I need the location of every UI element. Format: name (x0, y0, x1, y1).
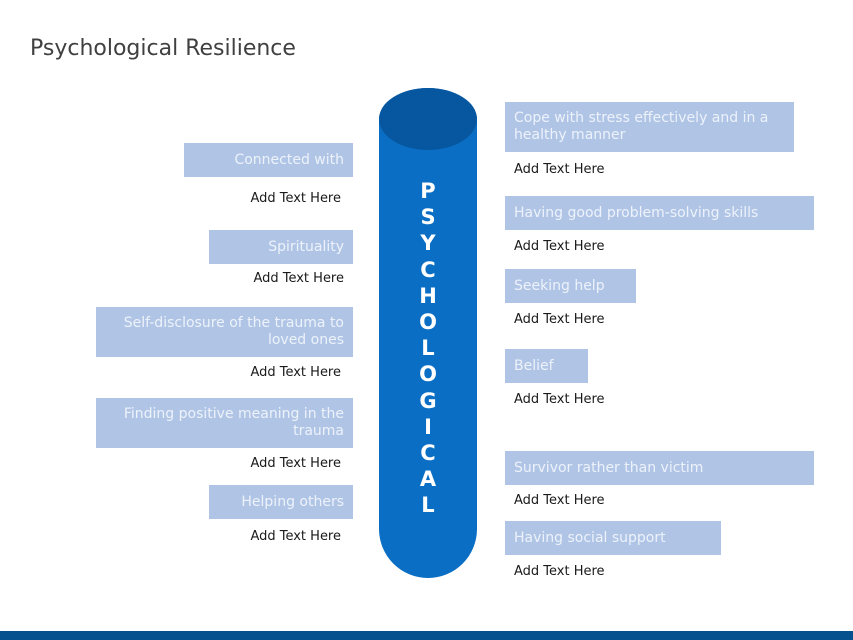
cylinder-letter: A (419, 467, 437, 492)
left-item-box[interactable]: Spirituality (209, 230, 353, 264)
cylinder-letter: I (424, 414, 432, 439)
cylinder-letter: L (421, 493, 435, 518)
right-item-label: Cope with stress effectively and in a he… (514, 110, 769, 143)
right-item-subtext: Add Text Here (514, 564, 605, 579)
left-item-box[interactable]: Finding positive meaning in the trauma (96, 398, 353, 448)
cylinder-letter: O (419, 362, 437, 387)
cylinder-letter: L (421, 336, 435, 361)
right-item-box[interactable]: Having good problem-solving skills (505, 196, 814, 230)
left-item-label: Helping others (241, 493, 344, 510)
right-item-box[interactable]: Having social support (505, 521, 721, 555)
cylinder-letter: C (420, 441, 436, 466)
left-item-label: Finding positive meaning in the trauma (123, 406, 344, 439)
left-item-box[interactable]: Connected with (184, 143, 353, 177)
left-item-subtext: Add Text Here (250, 191, 341, 206)
right-item-subtext: Add Text Here (514, 392, 605, 407)
left-item-subtext: Add Text Here (253, 271, 344, 286)
cylinder-vertical-label: P S Y C H O L O G I C A L (379, 178, 477, 519)
cylinder-body (379, 88, 477, 578)
right-item-box[interactable]: Belief (505, 349, 588, 383)
footer-bar (0, 631, 853, 640)
right-item-subtext: Add Text Here (514, 493, 605, 508)
left-item-label: Spirituality (268, 238, 344, 255)
right-item-box[interactable]: Seeking help (505, 269, 636, 303)
right-item-label: Belief (514, 357, 554, 374)
left-item-subtext: Add Text Here (250, 529, 341, 544)
cylinder-letter: G (419, 388, 437, 413)
right-item-box[interactable]: Cope with stress effectively and in a he… (505, 102, 794, 152)
cylinder-letter: P (420, 179, 436, 203)
slide-title: Psychological Resilience (30, 36, 296, 61)
cylinder-letter: H (419, 283, 437, 308)
left-item-subtext: Add Text Here (250, 456, 341, 471)
right-item-subtext: Add Text Here (514, 312, 605, 327)
left-item-label: Self-disclosure of the trauma to loved o… (123, 315, 344, 348)
right-item-label: Having good problem-solving skills (514, 204, 759, 221)
left-item-box[interactable]: Helping others (209, 485, 353, 519)
cylinder-letter: O (419, 310, 437, 335)
cylinder-letter: C (420, 257, 436, 282)
right-item-label: Having social support (514, 529, 666, 546)
right-item-subtext: Add Text Here (514, 162, 605, 177)
cylinder-letter: Y (420, 231, 436, 256)
cylinder-top (379, 88, 477, 150)
right-item-label: Survivor rather than victim (514, 459, 704, 476)
right-item-subtext: Add Text Here (514, 239, 605, 254)
right-item-label: Seeking help (514, 277, 605, 294)
right-item-box[interactable]: Survivor rather than victim (505, 451, 814, 485)
left-item-subtext: Add Text Here (250, 365, 341, 380)
cylinder-letter: S (420, 205, 436, 230)
left-item-box[interactable]: Self-disclosure of the trauma to loved o… (96, 307, 353, 357)
left-item-label: Connected with (234, 151, 344, 168)
